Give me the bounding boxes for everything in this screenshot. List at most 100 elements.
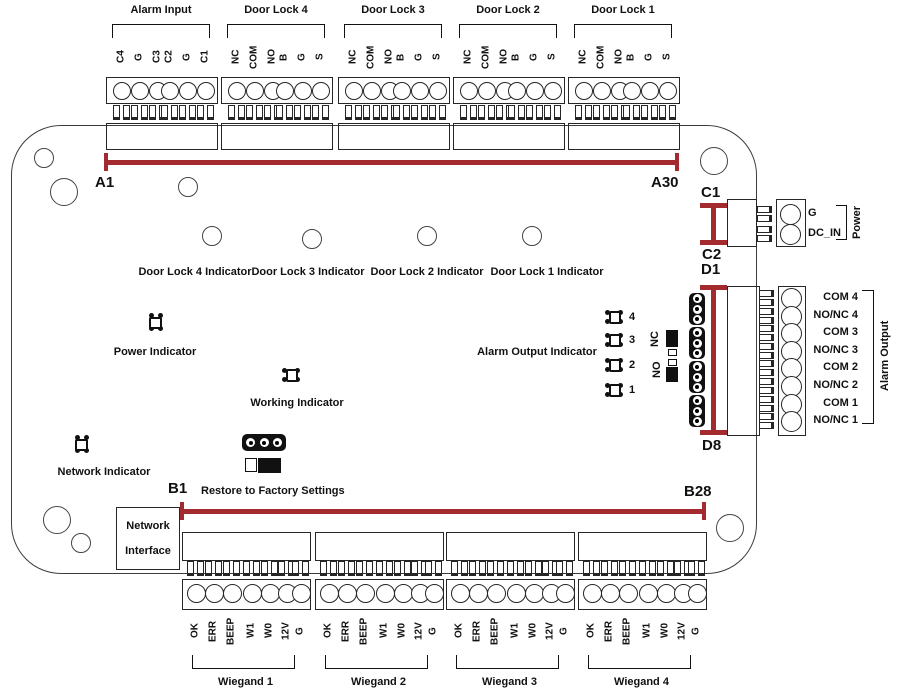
terminal-screw [623, 105, 630, 120]
terminal-circle [393, 584, 413, 603]
alarm-pin-label: COM 2 [823, 361, 858, 373]
header-pin [692, 328, 702, 338]
mounting-hole [716, 514, 744, 542]
terminal-screw [223, 561, 230, 576]
alarm-led-number: 3 [629, 334, 636, 346]
power-pin-label: DC_IN [808, 227, 842, 239]
terminal-screw [641, 105, 648, 120]
terminal-row-c-cap-top [700, 203, 727, 208]
door-lock-indicator-circle [417, 226, 437, 246]
marker-c2: C2 [702, 246, 722, 263]
top-connector-title: Door Lock 1 [591, 4, 655, 16]
marker-a30: A30 [651, 174, 679, 191]
terminal-circle [228, 81, 246, 100]
top-connector-bracket [574, 24, 672, 38]
terminal-circle-box [453, 77, 565, 104]
terminal-screw [585, 105, 592, 120]
terminal-screw [322, 105, 329, 120]
terminal-screw [123, 105, 130, 120]
pin-label: B [395, 53, 407, 61]
terminal-screw [338, 561, 345, 576]
wiegand-title: Wiegand 3 [482, 676, 537, 688]
nc-jumper-block [666, 330, 678, 347]
terminal-screw [451, 561, 458, 576]
terminal-screw [759, 299, 774, 306]
terminal-row-a-tick-left [104, 153, 108, 171]
terminal-screw [187, 561, 194, 576]
terminal-base [221, 123, 333, 150]
led-body [149, 317, 162, 329]
terminal-screw [603, 105, 610, 120]
terminal-row-b-tick-right [702, 502, 706, 520]
door-lock-indicator-circle [302, 229, 322, 249]
terminal-screw [525, 561, 532, 576]
header-pin [692, 314, 702, 324]
header-pin [692, 372, 702, 382]
terminal-screw [633, 105, 640, 120]
top-connector-title: Alarm Input [130, 4, 192, 16]
pin-label: S [431, 53, 443, 61]
relay-pin-header [689, 361, 705, 393]
pin-label: OK [189, 623, 201, 639]
terminal-circle [345, 81, 363, 100]
power-group-label: Power [851, 205, 863, 239]
nc-jumper-open [668, 349, 677, 356]
restore-factory-label: Restore to Factory Settings [201, 485, 345, 497]
pin-label: C2 [163, 50, 175, 64]
terminal-base [106, 123, 218, 150]
terminal-screw [461, 561, 468, 576]
terminal-base [578, 532, 707, 561]
terminal-screw [264, 105, 271, 120]
terminal-circle [375, 584, 395, 603]
marker-b1: B1 [168, 480, 188, 497]
top-connector-bracket [459, 24, 557, 38]
terminal-circle [276, 81, 294, 100]
terminal-screw [593, 561, 600, 576]
pin-label: B [278, 53, 290, 61]
door-lock-indicator-label: Door Lock 3 Indicator [251, 266, 365, 278]
terminal-screw [759, 378, 774, 385]
nc-jumper-label: NC [649, 331, 661, 347]
terminal-circle [544, 81, 562, 100]
restore-jumper-cap-black [258, 458, 281, 473]
terminal-screw [629, 561, 636, 576]
terminal-base [446, 532, 575, 561]
header-pin [692, 396, 702, 406]
terminal-screw [667, 561, 674, 576]
header-pin [692, 338, 702, 348]
terminal-screw [759, 343, 774, 350]
terminal-circle [600, 584, 620, 603]
mounting-hole [34, 148, 54, 168]
terminal-circle [161, 81, 179, 100]
header-pin [692, 416, 702, 426]
top-connector-title: Door Lock 4 [244, 4, 308, 16]
terminal-screw [601, 561, 608, 576]
terminal-screw [381, 105, 388, 120]
terminal-circle [131, 81, 149, 100]
terminal-screw [403, 105, 410, 120]
terminal-screw [518, 105, 525, 120]
top-connector-title: Door Lock 3 [361, 4, 425, 16]
terminal-screw [469, 561, 476, 576]
pin-label: W0 [527, 623, 539, 639]
header-pin [692, 406, 702, 416]
restore-jumper-header [242, 434, 286, 451]
pin-label: B [625, 53, 637, 61]
led-pad [605, 333, 610, 338]
terminal-screw [292, 561, 299, 576]
no-jumper-open [668, 359, 677, 366]
terminal-circle [575, 81, 593, 100]
alarm-led-number: 4 [629, 311, 636, 323]
wiegand-bracket [456, 655, 559, 669]
terminal-row-d-bar [711, 287, 716, 433]
terminal-circle [337, 584, 357, 603]
terminal-screw [404, 561, 411, 576]
power-connector-circle-box [776, 199, 806, 247]
power-indicator-label: Power Indicator [113, 346, 197, 358]
led-body [286, 369, 298, 382]
pin-label: B [510, 53, 522, 61]
pin-label: 12V [413, 622, 425, 640]
network-indicator-led [75, 435, 89, 455]
terminal-screw [278, 561, 285, 576]
